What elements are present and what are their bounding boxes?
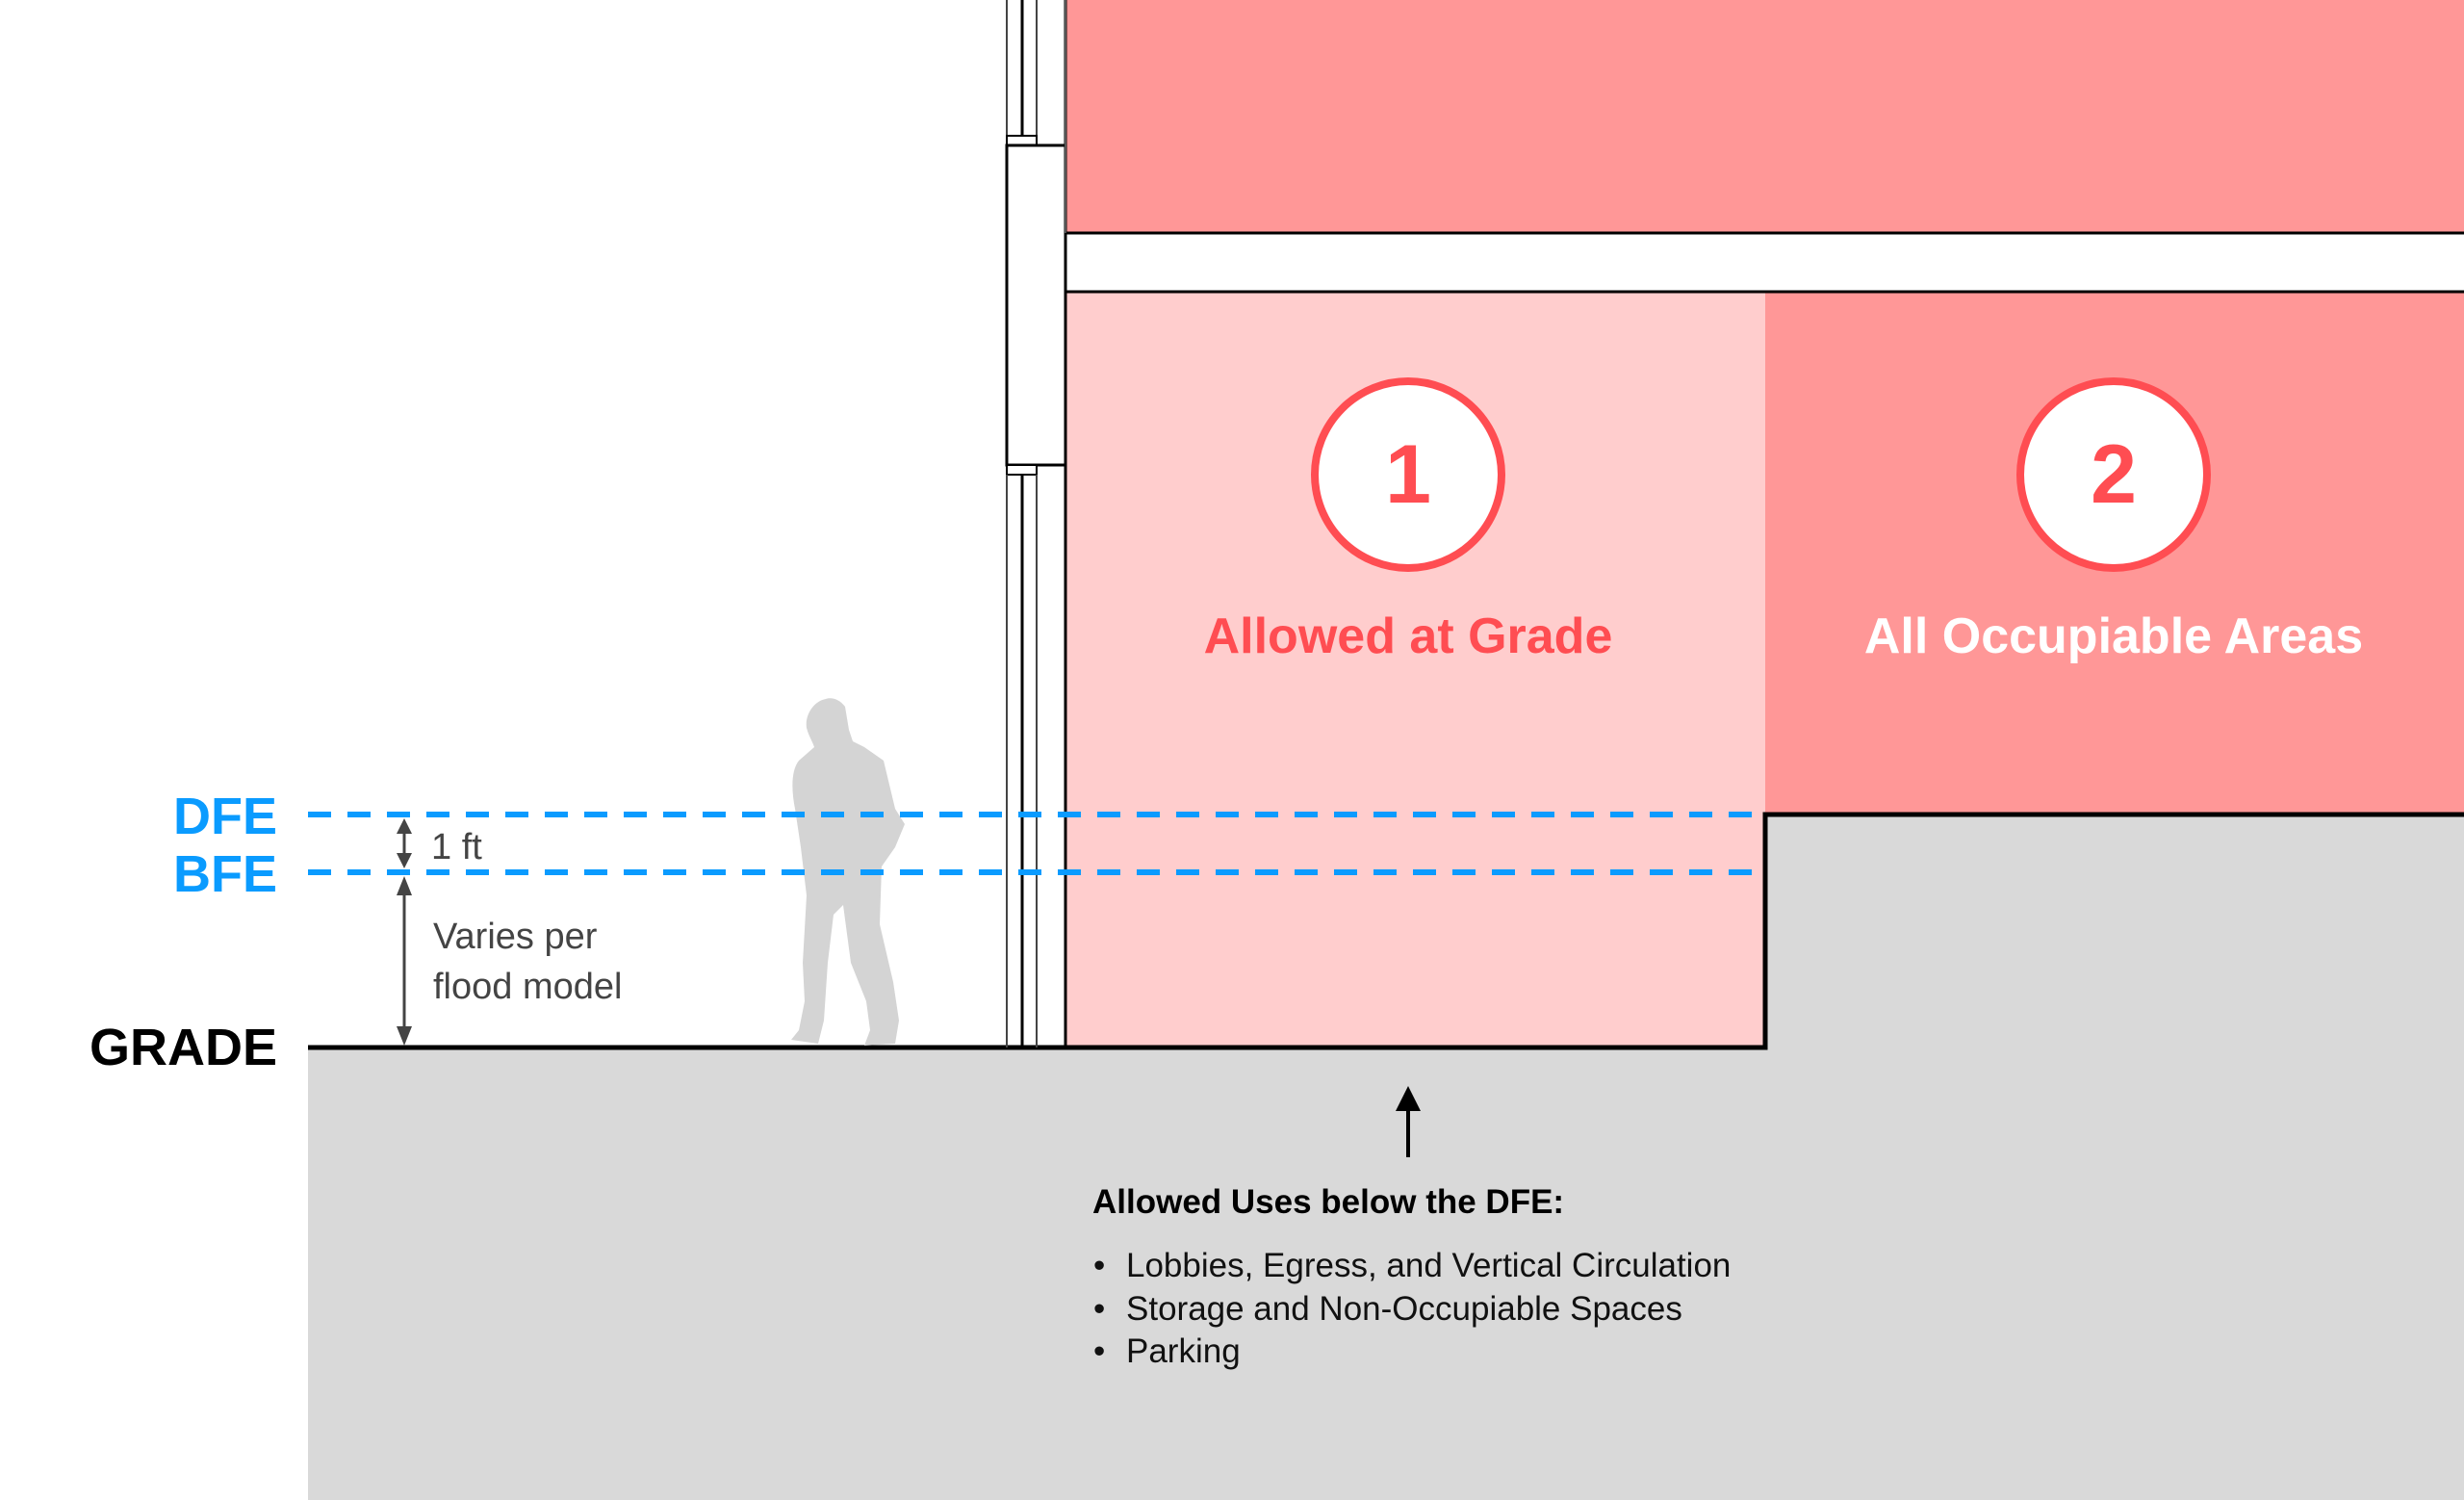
bfe-label: BFE <box>173 845 277 903</box>
dfe-bfe-dimension-label: 1 ft <box>431 827 482 867</box>
zone-2-label: All Occupiable Areas <box>1864 608 2363 664</box>
zone-1-label: Allowed at Grade <box>1204 608 1613 664</box>
allowed-use-item: Lobbies, Egress, and Vertical Circulatio… <box>1126 1247 1731 1284</box>
allowed-uses-list: • Lobbies, Egress, and Vertical Circulat… <box>1093 1247 1731 1370</box>
up-arrow-icon <box>1396 1086 1421 1157</box>
ground <box>308 815 2464 1500</box>
bullet-icon: • <box>1093 1332 1105 1370</box>
upper-floor-block <box>1064 0 2464 235</box>
bfe-grade-dimension-label-2: flood model <box>433 967 622 1007</box>
zone-2-badge <box>2016 377 2211 572</box>
allowed-use-item: Parking <box>1126 1332 1241 1370</box>
bullet-icon: • <box>1093 1247 1105 1284</box>
bullet-icon: • <box>1093 1290 1105 1328</box>
zone-2-number: 2 <box>2091 428 2137 521</box>
dimension-arrows <box>397 818 412 1046</box>
facade-wall <box>1005 0 1067 1047</box>
person-silhouette-icon <box>791 698 905 1046</box>
zone-1-badge <box>1311 377 1505 572</box>
allowed-use-item: Storage and Non-Occupiable Spaces <box>1126 1290 1682 1328</box>
allowed-uses-title: Allowed Uses below the DFE: <box>1092 1183 1564 1221</box>
zone-1-number: 1 <box>1385 428 1431 521</box>
grade-label: GRADE <box>90 1019 277 1076</box>
bfe-grade-dimension-label-1: Varies per <box>433 917 598 957</box>
dfe-label: DFE <box>173 788 277 845</box>
